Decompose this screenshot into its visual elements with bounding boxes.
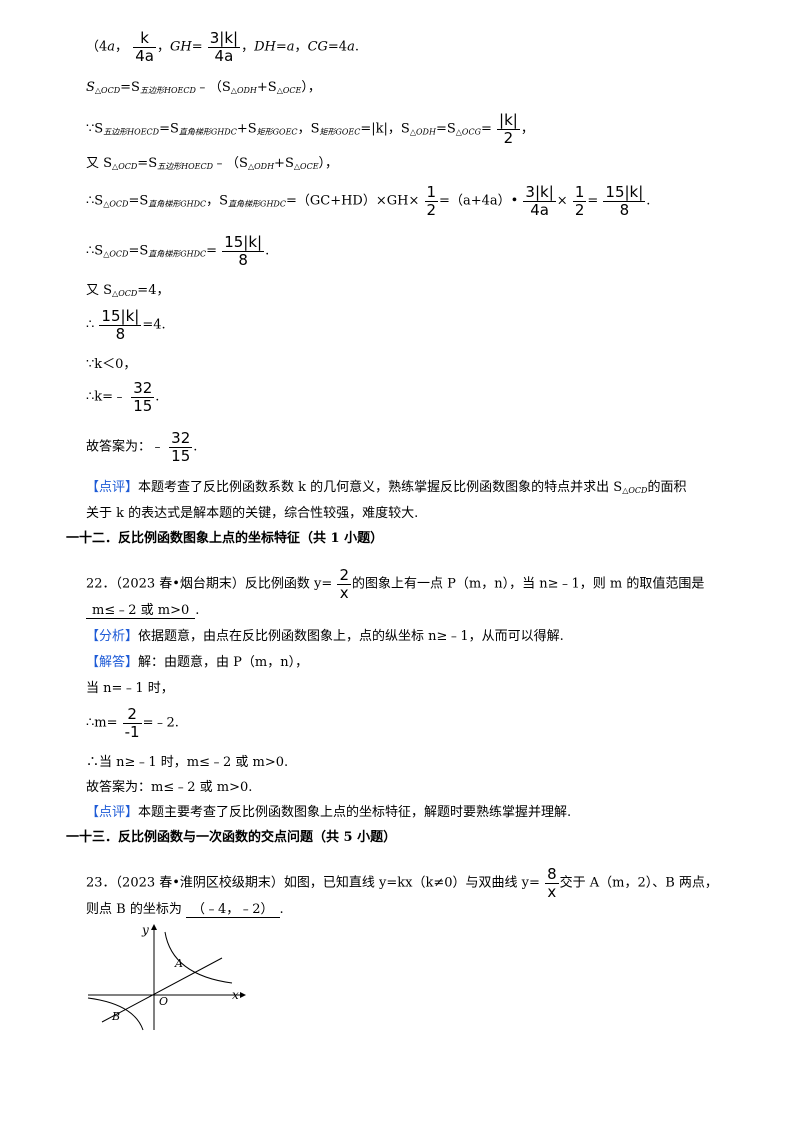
hyperbola-branch-1 bbox=[164, 931, 233, 984]
solution-step-3: ∴当 n≥﹣1 时，m≤﹣2 或 m>0. bbox=[86, 755, 289, 770]
line-5: ∴S△OCD=S直角梯形GHDC，S直角梯形GHDC=（GC+HD）×GH× 1… bbox=[86, 183, 651, 219]
point-a-label: A bbox=[174, 957, 183, 970]
line-3: ∵S五边形HOECD=S直角梯形GHDC+S矩形GOEC，S矩形GOEC=|k|… bbox=[86, 111, 534, 147]
solution-step-4: 故答案为：m≤﹣2 或 m>0. bbox=[86, 780, 253, 795]
y-axis-arrow bbox=[151, 924, 157, 930]
origin-label: O bbox=[159, 995, 168, 1008]
fraction-15k-over-8: 15|k|8 bbox=[222, 233, 265, 269]
section-13-heading: 一十三．反比例函数与一次函数的交点问题（共 5 小题） bbox=[66, 830, 397, 845]
fraction-3k-over-4a: 3|k|4a bbox=[523, 183, 556, 219]
analysis: 【分析】依据题意，由点在反比例函数图象上，点的纵坐标 n≥﹣1，从而可以得解. bbox=[86, 629, 564, 644]
question-23-line-2: 则点 B 的坐标为 （﹣4，﹣2）. bbox=[86, 902, 284, 918]
line-8: ∴ 15|k|8=4. bbox=[86, 307, 166, 343]
solution-step-2: ∴m= 2-1=﹣2. bbox=[86, 705, 179, 741]
y-axis-label: y bbox=[141, 923, 149, 937]
fraction-3k-over-4a: 3|k|4a bbox=[207, 29, 241, 65]
fraction-absk-over-2: |k|2 bbox=[497, 111, 520, 147]
fraction-15k-over-8: 15|k|8 bbox=[99, 307, 142, 343]
question-23: 23．（2023 春•淮阴区校级期末）如图，已知直线 y=kx（k≠0）与双曲线… bbox=[86, 865, 718, 901]
x-axis-arrow bbox=[240, 992, 246, 998]
x-axis-label: x bbox=[232, 988, 239, 1002]
review-1-line-2: 关于 k 的表达式是解本题的关键，综合性较强，难度较大. bbox=[86, 506, 419, 521]
fraction-2-over-neg1: 2-1 bbox=[122, 705, 142, 741]
hyperbola-line-graph: y x O A B bbox=[87, 923, 246, 1031]
review-2: 【点评】本题主要考查了反比例函数图象上点的坐标特征，解题时要熟练掌握并理解. bbox=[86, 805, 572, 820]
line-2: S△OCD=S五边形HOECD﹣（S△ODH+S△OCE）， bbox=[86, 80, 321, 95]
review-1: 【点评】本题考查了反比例函数系数 k 的几何意义，熟练掌握反比例函数图象的特点并… bbox=[86, 480, 687, 495]
line-9: ∵k＜0， bbox=[86, 357, 137, 372]
line-6: ∴S△OCD=S直角梯形GHDC= 15|k|8. bbox=[86, 233, 270, 269]
section-12-heading: 一十二．反比例函数图象上点的坐标特征（共 1 小题） bbox=[66, 531, 384, 546]
fraction-15k-over-8: 15|k|8 bbox=[603, 183, 646, 219]
solution: 【解答】解：由题意，由 P（m，n）， bbox=[86, 655, 309, 670]
hyperbola-branch-3 bbox=[87, 997, 144, 1031]
point-b-label: B bbox=[111, 1010, 120, 1023]
solution-step-1: 当 n=﹣1 时， bbox=[86, 681, 174, 696]
question-22-answer: m≤﹣2 或 m>0. bbox=[86, 603, 199, 619]
line-4: 又 S△OCD=S五边形HOECD﹣（S△ODH+S△OCE）， bbox=[86, 156, 339, 171]
line-7: 又 S△OCD=4， bbox=[86, 283, 170, 298]
line-y-kx bbox=[101, 957, 223, 1023]
